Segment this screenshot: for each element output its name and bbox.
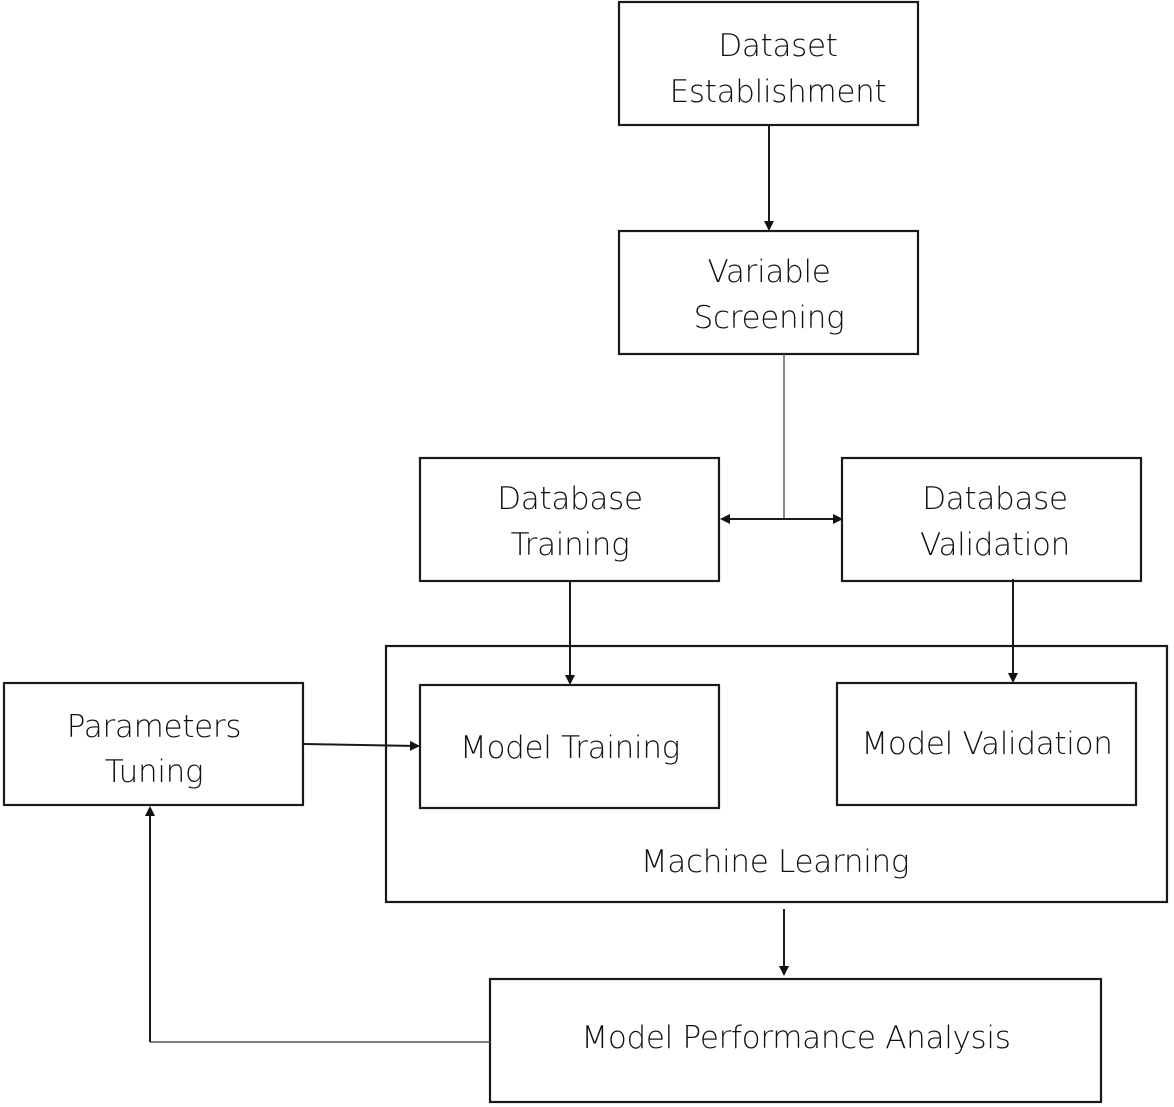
dataset-box xyxy=(617,0,920,127)
model-training-box xyxy=(418,683,721,810)
ml-group-label: Machine Learning xyxy=(641,844,909,880)
performance-label: Model Performance Analysis xyxy=(581,1020,1010,1056)
node-model-performance-analysis: Model Performance Analysis xyxy=(488,977,1103,1104)
dataset-label-line1: Dataset xyxy=(718,28,837,64)
edge-params-to-modeltraining xyxy=(303,740,420,751)
model-validation-label: Model Validation xyxy=(861,726,1112,762)
dataset-label-line2: Establishment xyxy=(670,74,887,110)
params-label-line2: Tuning xyxy=(105,754,204,790)
params-label-line1: Parameters xyxy=(67,709,241,745)
db-validation-label-line1: Database xyxy=(922,481,1068,517)
node-dataset-establishment: Dataset Establishment xyxy=(617,0,920,127)
db-validation-box xyxy=(840,456,1143,583)
model-training-label: Model Training xyxy=(460,730,680,766)
variable-box xyxy=(617,229,920,356)
node-model-validation: Model Validation xyxy=(835,681,1138,807)
variable-label-line1: Variable xyxy=(707,254,830,290)
variable-label-line2: Screening xyxy=(694,300,845,336)
db-training-box xyxy=(418,456,721,583)
node-model-training: Model Training xyxy=(418,683,721,810)
params-box xyxy=(2,681,305,807)
node-database-training: Database Training xyxy=(418,456,721,583)
node-database-validation: Database Validation xyxy=(840,456,1143,583)
db-training-label-line1: Database xyxy=(497,481,643,517)
db-training-label-line2: Training xyxy=(511,527,630,563)
node-parameters-tuning: Parameters Tuning xyxy=(2,681,305,807)
db-validation-label-line2: Validation xyxy=(920,527,1070,563)
model-validation-box xyxy=(835,681,1138,807)
performance-box xyxy=(488,977,1103,1104)
node-variable-screening: Variable Screening xyxy=(617,229,920,356)
